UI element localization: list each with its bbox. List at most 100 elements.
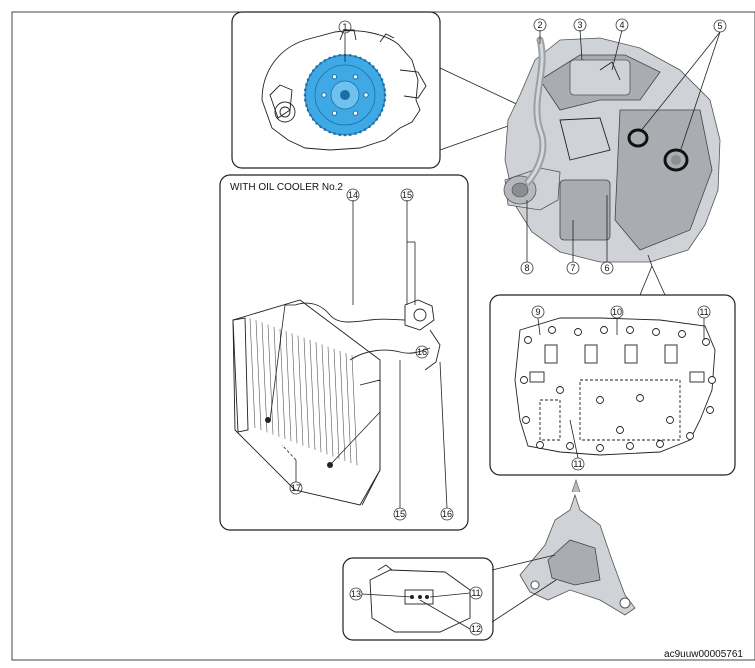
- flywheel-bolt-hole: [331, 74, 338, 80]
- callout-14: 13: [351, 589, 361, 599]
- flywheel-inset: 1: [231, 11, 441, 169]
- radiator-fin: [351, 355, 358, 466]
- callout-1: 1: [342, 22, 347, 32]
- oil-cooler-inset: WITH OIL COOLER No.2 14 15 16: [219, 174, 469, 531]
- flywheel-tooth: [378, 73, 381, 77]
- flywheel-tooth: [309, 73, 312, 77]
- flywheel-tooth: [306, 109, 310, 112]
- flywheel-tooth: [363, 59, 367, 62]
- valve-body-bolt-hole: [600, 326, 608, 334]
- callout-16-b: 16: [442, 509, 452, 519]
- transaxle-mount: [519, 479, 636, 616]
- flywheel-tooth: [359, 56, 362, 60]
- flywheel-tooth: [338, 54, 342, 57]
- valve-body-bolt-hole: [574, 328, 582, 336]
- flywheel-tooth: [319, 62, 322, 65]
- flywheel-tooth: [372, 122, 375, 125]
- flywheel-tooth: [304, 98, 307, 102]
- flywheel-tooth: [354, 132, 357, 135]
- valve-body-bolt-hole: [686, 432, 694, 440]
- valve-body-bolt-hole: [636, 394, 644, 402]
- radiator-fin: [303, 337, 310, 448]
- zoom-connector: [647, 254, 653, 267]
- flywheel-tooth: [375, 69, 379, 72]
- flywheel-tooth: [382, 104, 385, 107]
- inset-caption: WITH OIL COOLER No.2: [230, 182, 343, 193]
- flywheel-tooth: [303, 93, 307, 97]
- flywheel-bolt-hole: [331, 110, 338, 116]
- callout-11: 11: [699, 307, 708, 317]
- radiator-fin: [297, 335, 304, 446]
- valve-body-bolt-hole: [652, 328, 660, 336]
- valve-body-bolt-hole: [548, 326, 556, 334]
- callout-4: 4: [619, 20, 624, 30]
- valve-body-bolt-hole: [524, 336, 532, 344]
- flywheel-tooth: [359, 130, 362, 134]
- flywheel-tooth: [348, 54, 352, 57]
- callout-15-c: 15: [395, 509, 405, 519]
- flywheel-bolt-hole: [321, 92, 327, 98]
- flywheel-tooth: [305, 104, 308, 107]
- callout-15-b: 15: [402, 190, 412, 200]
- radiator-fin: [321, 344, 328, 455]
- flywheel-tooth: [312, 69, 315, 72]
- transaxle-assembly: 2 3 4 5 8 7 6: [503, 18, 727, 275]
- flywheel-tooth: [363, 128, 367, 131]
- flywheel-tooth: [383, 98, 387, 102]
- flywheel-tooth: [343, 133, 347, 137]
- flywheel-tooth: [380, 109, 384, 112]
- flywheel-bolt-hole: [352, 110, 359, 116]
- radiator-fin: [327, 346, 334, 457]
- flywheel-tooth: [306, 78, 310, 81]
- radiator-fin: [267, 324, 274, 435]
- radiator-fin: [315, 342, 322, 453]
- flywheel-tooth: [348, 133, 352, 136]
- callout-10: 10: [612, 307, 622, 317]
- flywheel-tooth: [354, 55, 357, 58]
- radiator-fin: [339, 350, 346, 462]
- radiator-fin: [273, 326, 280, 437]
- valve-body-bolt-hole: [616, 426, 624, 434]
- flywheel-tooth: [383, 93, 387, 97]
- valve-body-bolt-hole: [626, 326, 634, 334]
- radiator-fin: [249, 317, 256, 429]
- zoom-connector: [491, 554, 556, 571]
- valve-body-bolt-hole: [520, 376, 528, 384]
- radiator-fin: [345, 353, 352, 464]
- radiator-fin: [279, 328, 286, 440]
- valve-body-bolt-hole: [706, 406, 714, 414]
- valve-body-bolt-hole: [566, 442, 574, 450]
- zoom-connector: [639, 265, 653, 296]
- zoom-connector: [651, 265, 666, 296]
- flywheel-tooth: [315, 122, 319, 125]
- flywheel-tooth: [305, 83, 308, 86]
- valve-body-bolt-hole: [596, 396, 604, 404]
- valve-body-inset: 9 10 11 11: [489, 294, 736, 476]
- valve-body-bolt-hole: [522, 416, 530, 424]
- image-code: ac9uuw00005761: [664, 649, 743, 660]
- callout-2: 2: [537, 20, 542, 30]
- callout-7: 7: [570, 263, 575, 273]
- valve-body-bolt-hole: [626, 442, 634, 450]
- flywheel-tooth: [328, 130, 332, 134]
- flywheel-tooth: [375, 118, 379, 121]
- callout-12: 11: [471, 588, 480, 598]
- flywheel-tooth: [378, 113, 381, 117]
- radiator-fin: [333, 348, 340, 459]
- valve-body-bolt-hole: [708, 376, 716, 384]
- radiator-fin: [261, 322, 268, 433]
- callout-13: 12: [471, 624, 481, 634]
- flywheel-tooth: [380, 78, 384, 81]
- callout-9: 9: [535, 307, 540, 317]
- valve-body-bolt-hole: [666, 416, 674, 424]
- radiator-fin: [255, 320, 262, 431]
- flywheel-bolt-hole: [352, 74, 359, 80]
- callout-17: 17: [291, 483, 301, 493]
- flywheel-tooth: [338, 133, 342, 136]
- zoom-connector: [439, 67, 526, 109]
- flywheel-tooth: [368, 125, 371, 128]
- valve-body-bolt-hole: [536, 441, 544, 449]
- flywheel-tooth: [304, 88, 307, 92]
- callout-15-a: 14: [348, 190, 358, 200]
